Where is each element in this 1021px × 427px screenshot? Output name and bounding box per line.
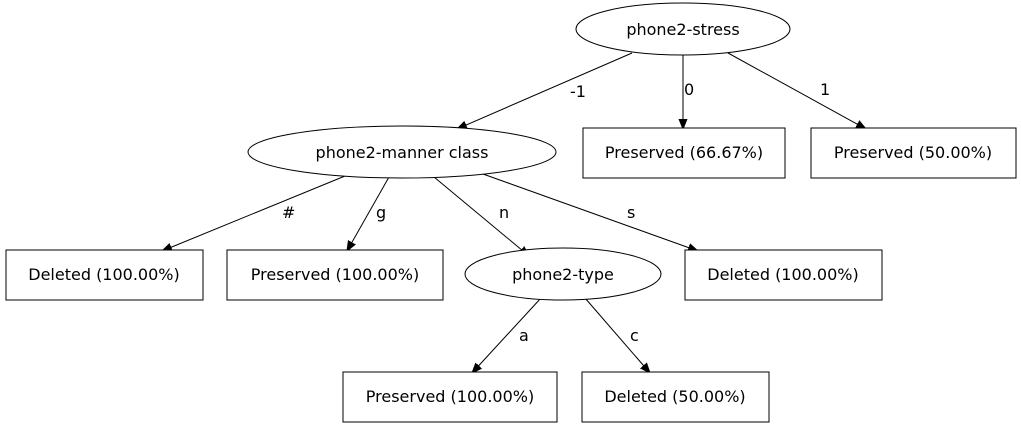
edge-label-a: a (519, 326, 529, 345)
edge-stress-to-manner (457, 52, 633, 129)
edge-label-hash: # (282, 203, 295, 222)
node-phone2-manner-class: phone2-manner class (247, 125, 557, 179)
edge-label-c: c (630, 326, 639, 345)
leaf-label: Deleted (100.00%) (707, 265, 858, 284)
leaf-preserved-50-00: Preserved (50.00%) (810, 127, 1017, 179)
leaf-deleted-c: Deleted (50.00%) (581, 371, 770, 423)
leaf-label: Preserved (100.00%) (366, 387, 534, 406)
edge-label-s: s (627, 203, 635, 222)
edge-label-g: g (376, 203, 386, 222)
edge-label-1: 1 (820, 80, 830, 99)
edge-type-to-preserved-a (472, 297, 542, 373)
edge-manner-to-deleted-s (482, 173, 698, 251)
leaf-label: Preserved (100.00%) (251, 265, 419, 284)
leaf-label: Preserved (50.00%) (834, 143, 992, 162)
edge-label-n: n (499, 203, 509, 222)
leaf-label: Preserved (66.67%) (605, 143, 763, 162)
edge-label-minus-1: -1 (570, 82, 586, 101)
node-phone2-stress: phone2-stress (575, 2, 791, 56)
edge-manner-to-type (433, 176, 529, 256)
node-label: phone2-stress (626, 20, 739, 39)
edges (162, 52, 866, 373)
leaf-deleted-hash: Deleted (100.00%) (5, 249, 204, 301)
edge-stress-to-preserved-50 (727, 52, 866, 129)
edge-label-0: 0 (684, 80, 694, 99)
edge-manner-to-preserved-g (347, 176, 390, 251)
node-phone2-type: phone2-type (464, 247, 662, 301)
edge-manner-to-deleted-hash (162, 175, 346, 251)
leaf-preserved-g: Preserved (100.00%) (226, 249, 444, 301)
edge-type-to-deleted-c (584, 297, 650, 373)
leaf-preserved-a: Preserved (100.00%) (342, 371, 558, 423)
leaf-label: Deleted (100.00%) (28, 265, 179, 284)
edge-labels: -1 0 1 # g n s a c (282, 80, 830, 345)
node-label: phone2-manner class (316, 143, 489, 162)
leaf-preserved-66-67: Preserved (66.67%) (582, 127, 786, 179)
leaf-deleted-s: Deleted (100.00%) (684, 249, 883, 301)
leaf-label: Deleted (50.00%) (604, 387, 745, 406)
node-label: phone2-type (512, 265, 614, 284)
